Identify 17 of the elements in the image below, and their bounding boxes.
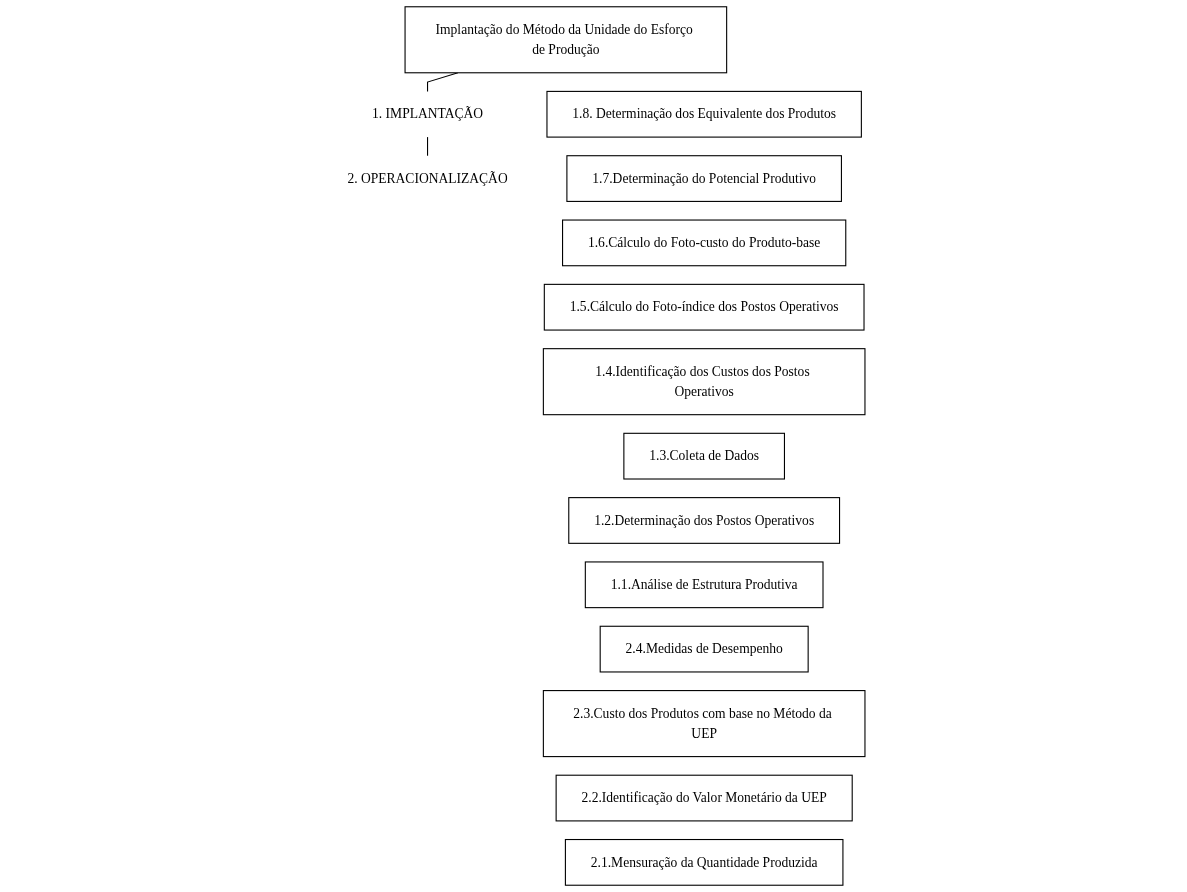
node-box: 1.2.Determinação dos Postos Operativos [568, 497, 841, 544]
node-box: 1.4.Identificação dos Custos dos Postos Operativos [542, 348, 866, 416]
node-box: 1.7.Determinação do Potencial Produtivo [566, 155, 842, 202]
connector [427, 136, 429, 157]
connector [427, 72, 459, 92]
node-box: 1.6.Cálculo do Foto-custo do Produto-base [562, 219, 847, 267]
node-box: 1.3.Coleta de Dados [623, 432, 785, 480]
node-box: 2.4.Medidas de Desempenho [599, 625, 809, 673]
node-text: 1. IMPLANTAÇÃO [372, 106, 484, 122]
node-box: 2.3.Custo dos Produtos com base no Método da UEP [542, 690, 866, 758]
node-text: 2. OPERACIONALIZAÇÃO [347, 170, 508, 186]
node-box: 1.1.Análise de Estrutura Produtiva [584, 561, 824, 609]
node-box: 1.5.Cálculo do Foto-índice dos Postos Operativos [543, 283, 865, 331]
node-box: 1.8. Determinação dos Equivalente dos Produtos [546, 90, 862, 138]
node-box: Implantação do Método da Unidade do Esforço de Produção [404, 6, 728, 74]
node-box: 2.1.Mensuração da Quantidade Produzida [564, 839, 844, 886]
node-box: 2.2.Identificação do Valor Monetário da UEP [555, 774, 853, 822]
